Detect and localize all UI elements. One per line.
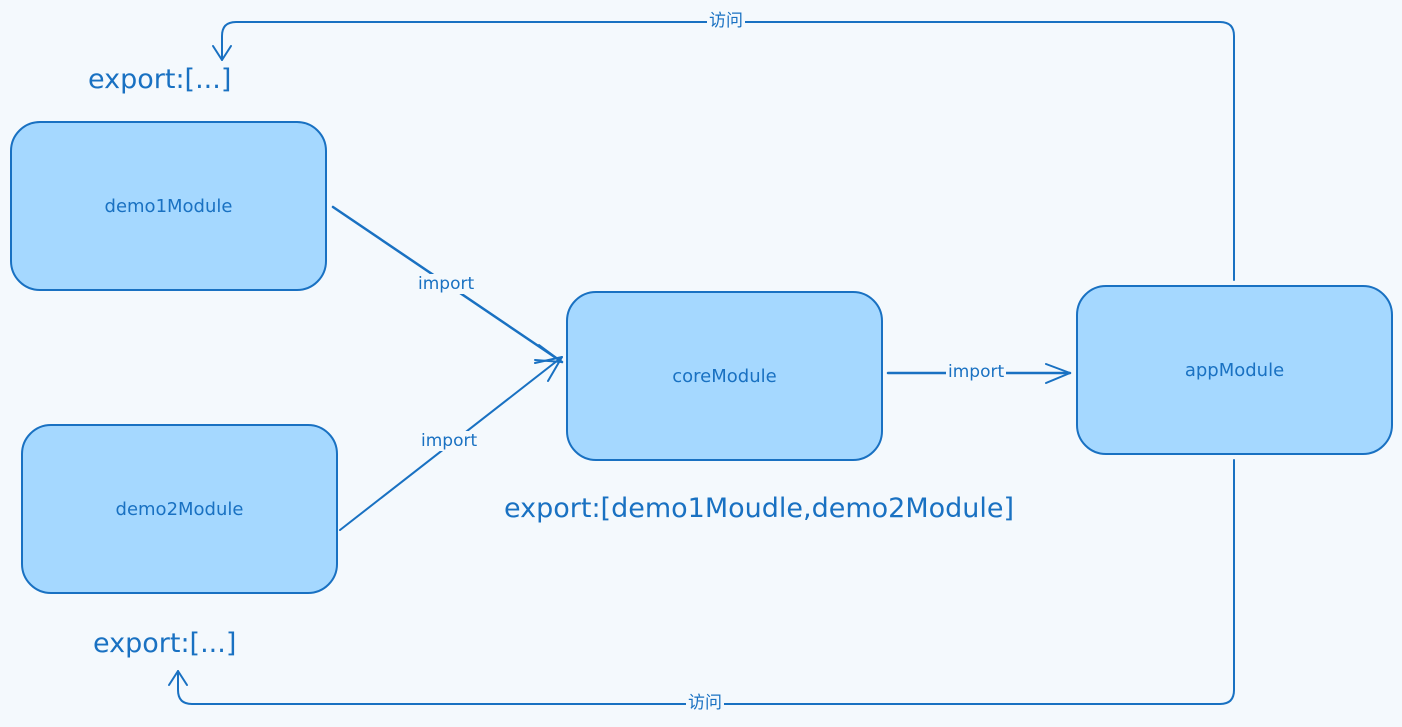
demo1-export-label: export:[...] (88, 64, 232, 95)
demo2-export-label: export:[...] (93, 628, 237, 659)
demo1-module-label: demo1Module (104, 195, 233, 217)
core-export-label: export:[demo1Moudle,demo2Module] (504, 493, 1015, 524)
core-module-node[interactable]: coreModule (566, 291, 883, 461)
app-module-node[interactable]: appModule (1076, 285, 1393, 455)
arrowhead-app-to-demo1-export (212, 45, 232, 61)
core-module-label: coreModule (672, 365, 777, 387)
arrowhead-app-to-demo2-export (168, 670, 188, 686)
edge-app-to-demo1-export (221, 21, 1235, 281)
edge-label-demo2-import: import (419, 431, 480, 451)
edge-label-access-top: 访问 (707, 11, 745, 31)
arrowhead-demo2-to-core (534, 356, 563, 382)
app-module-label: appModule (1184, 359, 1285, 381)
edge-label-access-bottom: 访问 (686, 693, 724, 713)
edge-label-core-import: import (946, 362, 1007, 382)
arrowhead-core-to-app (1045, 363, 1071, 384)
demo1-module-node[interactable]: demo1Module (10, 121, 327, 291)
edge-label-demo1-import: import (416, 274, 477, 294)
demo2-module-label: demo2Module (115, 498, 244, 520)
demo2-module-node[interactable]: demo2Module (21, 424, 338, 594)
